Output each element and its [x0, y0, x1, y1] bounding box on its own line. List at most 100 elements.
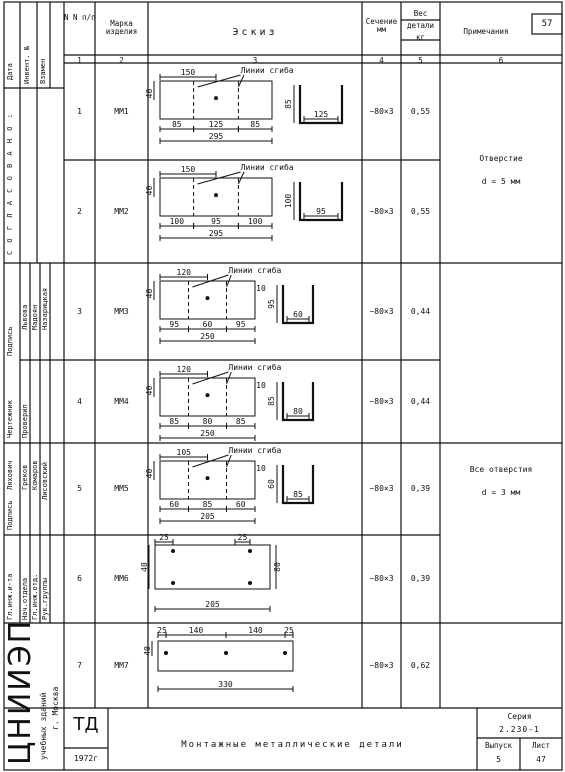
sketch-4-dim-c-label: 85 — [169, 417, 179, 426]
series-value: 2.230-1 — [499, 725, 540, 734]
sketch-1-dim-a-label: 150 — [181, 68, 196, 77]
sketch-5-dim-e-label: 85 — [203, 500, 213, 509]
row-4-weight: 0,44 — [410, 396, 431, 406]
row-1-weight: 0,55 — [410, 106, 431, 116]
row-2-section: ~80×3 — [369, 206, 394, 216]
row-5-section: ~80×3 — [369, 484, 394, 493]
row-1-mark: ММ1 — [114, 106, 129, 116]
sketch-1-dim-f-label: 85 — [250, 120, 260, 129]
sketch-1-dim-c-label: 85 — [172, 120, 182, 129]
sketch-5-plate — [159, 460, 256, 500]
sketch-5-section-h-label: 60 — [267, 479, 276, 489]
sketch-3-dim-total-label: 250 — [200, 332, 215, 341]
header-weight: Вес детали кг — [406, 9, 435, 42]
sketch-1-section-h-label: 85 — [284, 99, 293, 109]
sketch-2-dim-total-label: 295 — [209, 229, 224, 238]
note-1-value: d = 5 мм — [481, 177, 521, 186]
row-5-weight: 0,39 — [410, 484, 431, 493]
sketch-7-hole-1 — [224, 651, 228, 655]
sketch-4-plate — [159, 377, 256, 417]
row-1-num: 1 — [77, 106, 82, 116]
sketch-5-dim-c-label: 60 — [169, 500, 179, 509]
sketch-6-dim-a-label: 25 — [159, 533, 169, 542]
row-2-mark: ММ2 — [114, 206, 129, 216]
note-1-title: Отверстие — [479, 154, 523, 163]
sketch-5-dim-total-label: 205 — [200, 512, 215, 521]
sketch-4-section-h-label: 85 — [267, 396, 276, 406]
title-td: ТД — [73, 714, 99, 735]
sketch-2-dim-a-label: 150 — [181, 165, 196, 174]
row-6-mark: ММ6 — [114, 574, 129, 583]
sketch-3-leader — [192, 274, 229, 288]
sketch-6-dim-b: 40 — [140, 562, 149, 572]
row-6-num: 6 — [77, 574, 82, 583]
row-7-mark: ММ7 — [114, 660, 129, 670]
sketch-4-hole — [205, 393, 210, 398]
sketch-2-bend-label: Линии сгиба — [241, 162, 294, 172]
sketch-7-dim-e-label: 25 — [284, 626, 294, 635]
sketch-7-dim-c-label: 140 — [248, 626, 263, 635]
sketch-1-section — [298, 85, 344, 125]
sketch-6-hole-3 — [248, 581, 252, 585]
sketch-2-leader-2 — [237, 171, 245, 185]
issue-label: Выпуск — [484, 741, 513, 750]
row-1-section: ~80×3 — [369, 106, 394, 116]
row-2-weight: 0,55 — [410, 206, 431, 216]
sketch-6-hole-1 — [171, 581, 175, 585]
header-notes: Примечания — [463, 27, 509, 36]
sketch-7-dim-total-label: 330 — [218, 680, 233, 689]
sketch-3-bend-label: Линии сгиба — [228, 265, 281, 275]
sketch-3-dim-b: 40 — [145, 289, 154, 299]
sketch-3-plate — [159, 280, 256, 320]
sketch-5-dim-b: 40 — [145, 469, 154, 479]
header-sketch: Эскиз — [232, 27, 278, 38]
sketch-1-plate — [159, 80, 273, 120]
row-3-section: ~80×3 — [369, 306, 394, 316]
note-2-title: Все отверстия — [469, 465, 533, 474]
header-section: Сечение мм — [365, 17, 398, 34]
row-6-weight: 0,39 — [410, 574, 431, 583]
header-notes-sub: 6 — [498, 56, 504, 65]
sketch-6-plate — [154, 544, 271, 590]
sketch-4-section — [281, 382, 315, 422]
sketch-7-dim-a-label: 25 — [157, 626, 167, 635]
sketch-4-leader — [192, 371, 229, 385]
sketch-1-dim-total-label: 295 — [209, 132, 224, 141]
sketch-7-dim-b-label: 140 — [189, 626, 204, 635]
sketch-6-hole-2 — [248, 549, 252, 553]
header-weight-sub: 5 — [418, 56, 423, 65]
sketch-3-hole — [205, 296, 210, 301]
header-num-sub: 1 — [77, 56, 82, 65]
sketch-2-plate — [159, 177, 273, 217]
sketch-2-hole — [214, 193, 218, 198]
header-section-sub: 4 — [379, 56, 384, 65]
sketch-1-leader-2 — [237, 74, 245, 88]
sketch-5-hole — [205, 476, 210, 481]
sketch-3-dim-s: 10 — [256, 284, 266, 293]
sketch-4-dim-f-label: 85 — [236, 417, 246, 426]
sketch-5-leader — [192, 454, 229, 468]
row-4-section: ~80×3 — [369, 396, 394, 406]
sketch-3-leader-2 — [226, 274, 232, 288]
sketch-5-section — [281, 465, 315, 505]
sketch-4-bend-label: Линии сгиба — [228, 362, 281, 372]
sketch-1-bend-label: Линии сгиба — [241, 65, 294, 75]
sketch-3-dim-f-label: 95 — [236, 320, 246, 329]
sketch-3-dim-a-label: 120 — [177, 268, 192, 277]
sketch-7-dim-f: 40 — [143, 646, 152, 656]
row-5-mark: ММ5 — [114, 484, 129, 493]
sketch-5-dim-s: 10 — [256, 464, 266, 473]
sketch-2-dim-f-label: 100 — [248, 217, 263, 226]
title-text: Монтажные металлические детали — [181, 740, 404, 750]
sketch-3-section-w-label: 60 — [293, 310, 303, 319]
row-3-num: 3 — [77, 306, 82, 316]
sketch-1-dim-e-label: 125 — [209, 120, 224, 129]
sketch-3-section — [281, 285, 315, 325]
row-3-mark: ММ3 — [114, 306, 129, 316]
sketch-5-bend-label: Линии сгиба — [228, 445, 281, 455]
sketch-7-plate — [157, 640, 294, 672]
row-7-section: ~80×3 — [369, 660, 394, 670]
sheet-label: Лист — [531, 741, 551, 750]
